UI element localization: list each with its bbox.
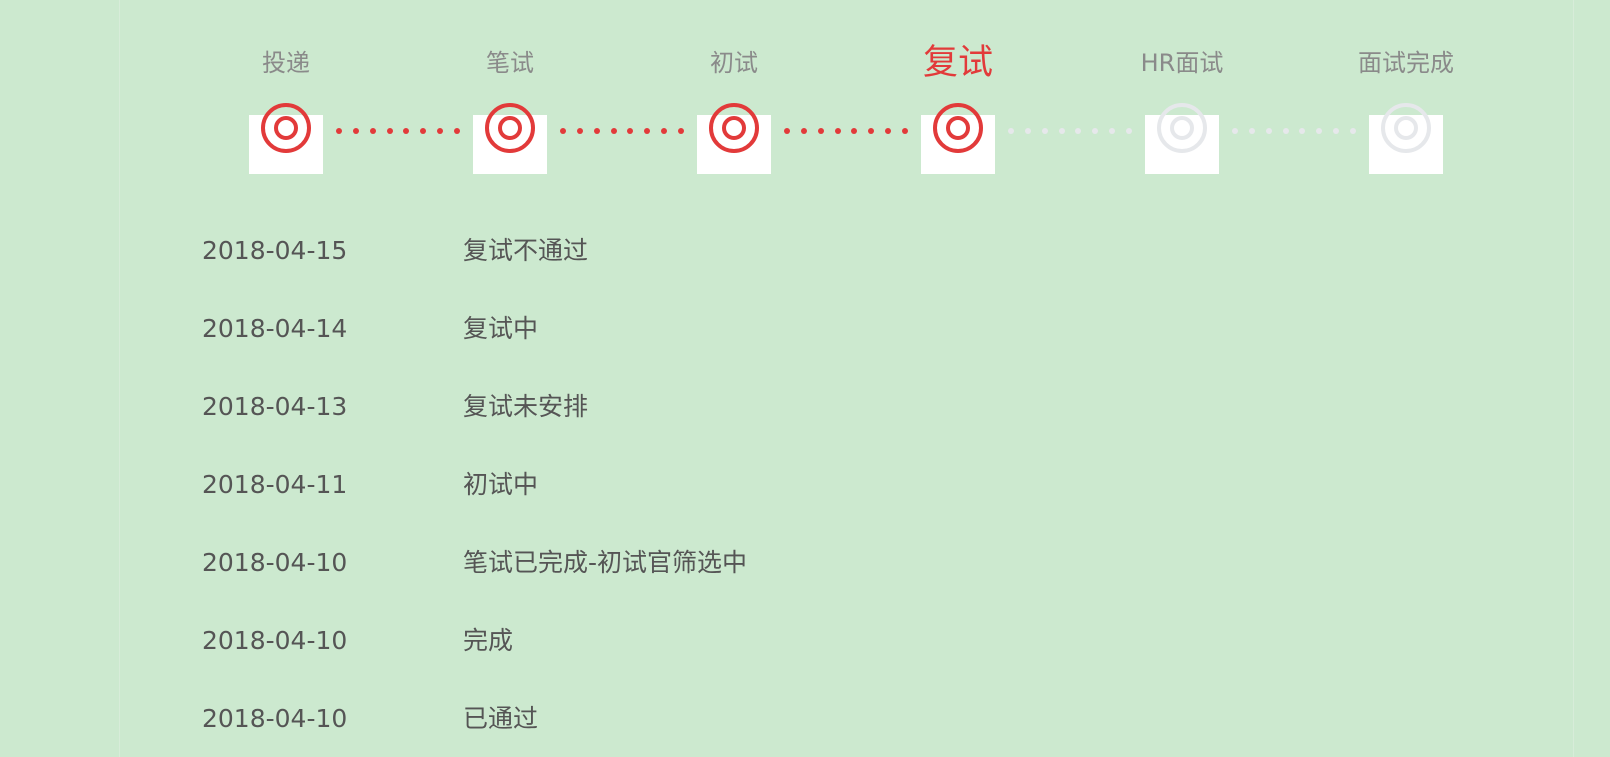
connector-dot xyxy=(1041,128,1048,134)
target-icon xyxy=(485,103,535,153)
status-record-row: 2018-04-10 笔试已完成-初试官筛选中 xyxy=(202,538,1502,616)
connector-dot xyxy=(661,128,668,134)
step-label: 复试 xyxy=(922,43,993,83)
status-record-row: 2018-04-14 复试中 xyxy=(202,304,1502,382)
target-icon-inactive xyxy=(1157,103,1207,153)
step-connector xyxy=(336,128,460,134)
connector-dot xyxy=(1333,128,1340,134)
connector-dot xyxy=(1299,128,1306,134)
content-border-right xyxy=(1573,0,1574,757)
record-status: 笔试已完成-初试官筛选中 xyxy=(463,548,748,577)
connector-dot xyxy=(1024,128,1031,134)
connector-dot xyxy=(817,128,824,134)
status-record-row: 2018-04-15 复试不通过 xyxy=(202,226,1502,304)
connector-dot xyxy=(369,128,376,134)
connector-dot xyxy=(644,128,651,134)
step-label: 面试完成 xyxy=(1358,49,1454,77)
record-status: 复试不通过 xyxy=(463,236,589,265)
connector-dot xyxy=(1092,128,1099,134)
connector-dot xyxy=(800,128,807,134)
target-icon xyxy=(261,103,311,153)
step-connector xyxy=(560,128,684,134)
step-label: 初试 xyxy=(710,49,758,77)
connector-dot xyxy=(1058,128,1065,134)
connector-dot xyxy=(1248,128,1255,134)
status-record-row: 2018-04-10 已通过 xyxy=(202,694,1502,757)
record-date: 2018-04-10 xyxy=(202,626,348,655)
status-record-row: 2018-04-11 初试中 xyxy=(202,460,1502,538)
step-connector xyxy=(1232,128,1356,134)
record-date: 2018-04-10 xyxy=(202,548,348,577)
connector-dot xyxy=(851,128,858,134)
status-record-row: 2018-04-10 完成 xyxy=(202,616,1502,694)
connector-dot xyxy=(593,128,600,134)
connector-dot xyxy=(1282,128,1289,134)
connector-dot xyxy=(677,128,684,134)
connector-dot xyxy=(560,128,566,134)
connector-dot xyxy=(1075,128,1082,134)
connector-dot xyxy=(420,128,427,134)
target-icon-inactive xyxy=(1381,103,1431,153)
status-record-row: 2018-04-13 复试未安排 xyxy=(202,382,1502,460)
record-date: 2018-04-14 xyxy=(202,314,348,343)
step-connector xyxy=(784,128,908,134)
record-status: 复试未安排 xyxy=(463,392,589,421)
connector-dot xyxy=(1265,128,1272,134)
record-date: 2018-04-15 xyxy=(202,236,348,265)
connector-dot xyxy=(386,128,393,134)
connector-dot xyxy=(576,128,583,134)
status-record-list: 2018-04-15 复试不通过 2018-04-14 复试中 2018-04-13 复试… xyxy=(202,226,1502,757)
target-icon xyxy=(933,103,983,153)
record-status: 初试中 xyxy=(463,470,539,499)
step-label: 笔试 xyxy=(486,49,534,77)
connector-dot xyxy=(1109,128,1116,134)
connector-dot xyxy=(627,128,634,134)
record-status: 完成 xyxy=(463,626,514,655)
connector-dot xyxy=(352,128,359,134)
connector-dot xyxy=(336,128,342,134)
record-status: 复试中 xyxy=(463,314,539,343)
connector-dot xyxy=(437,128,444,134)
connector-dot xyxy=(1232,128,1238,134)
connector-dot xyxy=(868,128,875,134)
connector-dot xyxy=(1316,128,1323,134)
record-date: 2018-04-10 xyxy=(202,704,348,733)
connector-dot xyxy=(610,128,617,134)
connector-dot xyxy=(834,128,841,134)
connector-dot xyxy=(453,128,460,134)
connector-dot xyxy=(403,128,410,134)
connector-dot xyxy=(784,128,790,134)
record-date: 2018-04-11 xyxy=(202,470,348,499)
content-border-left xyxy=(119,0,120,757)
connector-dot xyxy=(1008,128,1014,134)
connector-dot xyxy=(901,128,908,134)
step-label: HR面试 xyxy=(1140,49,1224,77)
connector-dot xyxy=(885,128,892,134)
step-label: 投递 xyxy=(262,49,310,77)
record-date: 2018-04-13 xyxy=(202,392,348,421)
target-icon xyxy=(709,103,759,153)
record-status: 已通过 xyxy=(463,704,539,733)
connector-dot xyxy=(1125,128,1132,134)
step-connector xyxy=(1008,128,1132,134)
connector-dot xyxy=(1349,128,1356,134)
